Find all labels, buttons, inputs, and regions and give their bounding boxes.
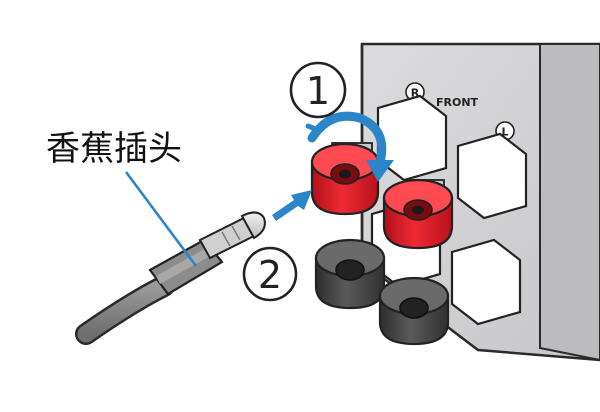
terminal-base-black-left [450,238,522,326]
svg-text:1: 1 [306,69,330,113]
svg-text:2: 2 [258,253,282,297]
arrow-right-icon [272,190,312,221]
front-label: FRONT [436,96,479,109]
terminal-post-red-right[interactable] [310,142,380,216]
svg-text:L: L [501,126,508,139]
terminal-post-black-left[interactable] [378,276,450,346]
terminal-base-red-left [456,132,528,220]
step-1-marker: 1 [289,61,347,119]
callout-leader-line [124,171,198,267]
step-2-marker: 2 [242,246,298,302]
banana-plug-label: 香蕉插头 [46,129,182,169]
terminal-post-black-right[interactable] [314,238,386,310]
curved-arrow-icon [305,111,394,182]
terminal-post-red-left[interactable] [382,178,454,250]
speaker-cable [75,275,175,345]
banana-plug [148,211,266,296]
svg-text:R: R [411,87,420,100]
